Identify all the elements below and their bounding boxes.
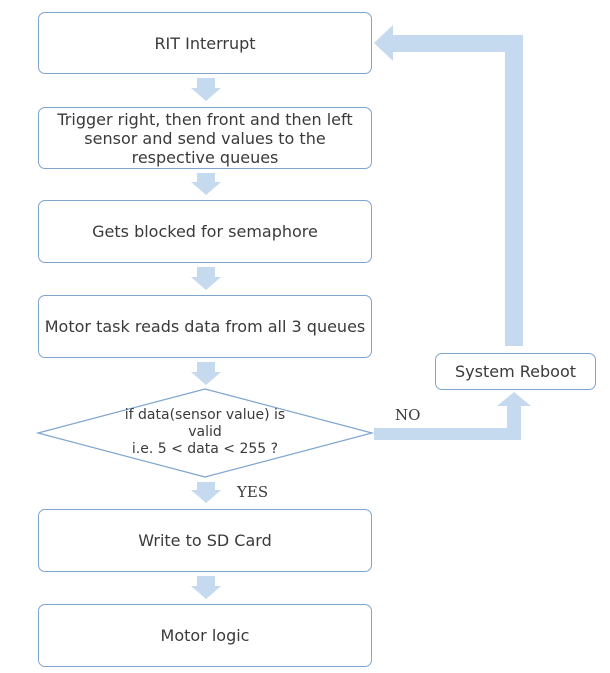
no-edge-label: NO (395, 406, 421, 424)
blocked-semaphore-box: Gets blocked for semaphore (38, 200, 372, 263)
arrow-down-2 (191, 173, 221, 195)
arrow-no-to-reboot (374, 392, 531, 440)
system-reboot-label: System Reboot (455, 362, 576, 381)
decision-text: if data(sensor value) is valid i.e. 5 < … (110, 407, 300, 458)
arrow-down-4 (191, 362, 221, 385)
arrow-reboot-to-rit (374, 25, 523, 346)
motor-task-reads-label: Motor task reads data from all 3 queues (44, 317, 366, 336)
write-sd-box: Write to SD Card (38, 509, 372, 572)
motor-logic-box: Motor logic (38, 604, 372, 667)
arrow-down-3 (191, 267, 221, 290)
system-reboot-box: System Reboot (435, 353, 596, 390)
trigger-sensors-label: Trigger right, then front and then left … (57, 109, 353, 167)
arrow-down-yes (191, 482, 221, 503)
rit-interrupt-label: RIT Interrupt (154, 33, 256, 53)
trigger-sensors-box: Trigger right, then front and then left … (38, 107, 372, 169)
motor-logic-label: Motor logic (160, 626, 250, 645)
write-sd-label: Write to SD Card (138, 531, 272, 550)
decision-diamond (35, 388, 375, 478)
yes-edge-label: YES (237, 483, 269, 501)
decision-line-1: if data(sensor value) is valid (124, 407, 286, 440)
arrow-down-6 (191, 576, 221, 599)
rit-interrupt-box: RIT Interrupt (38, 12, 372, 74)
decision-line-2: i.e. 5 < data < 255 ? (131, 441, 279, 457)
blocked-semaphore-label: Gets blocked for semaphore (92, 222, 318, 241)
motor-task-reads-box: Motor task reads data from all 3 queues (38, 295, 372, 358)
arrow-down-1 (191, 78, 221, 101)
